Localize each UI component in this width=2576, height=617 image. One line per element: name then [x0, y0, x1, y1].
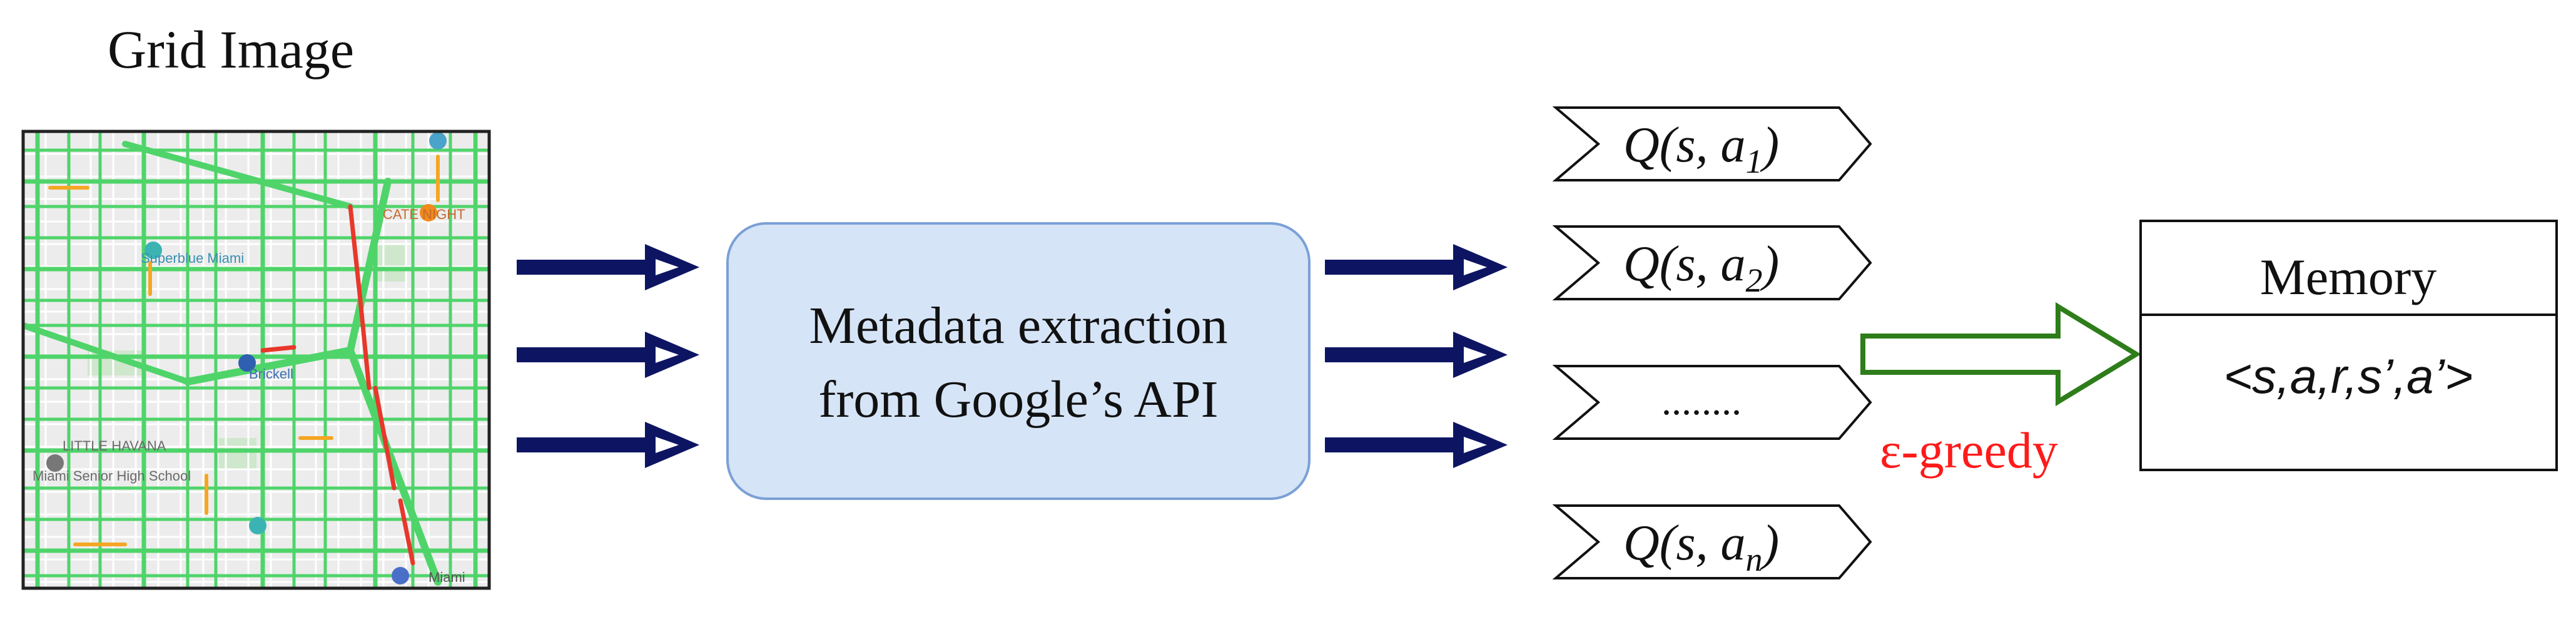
map-road — [184, 347, 354, 385]
map-road — [373, 385, 397, 491]
input-arrows — [517, 244, 699, 468]
map-poi-icon — [429, 132, 447, 150]
metadata-extraction-box: Metadata extraction from Google’s API — [726, 222, 1311, 500]
map-road — [348, 204, 362, 297]
epsilon-greedy-label: ε-greedy — [1880, 422, 2058, 479]
arrow-output-1 — [1325, 244, 1508, 290]
grid-map-image: CATE NIGHT Superblue Miami LITTLE HAVANA… — [21, 130, 491, 590]
grid-image-title: Grid Image — [108, 19, 354, 79]
map-road — [23, 322, 191, 385]
map-road — [260, 345, 297, 353]
arrow-input-3 — [517, 422, 699, 468]
map-park — [375, 244, 407, 282]
q-value-n: Q(s, an) — [1552, 504, 1872, 579]
map-label-brickell: Brickell — [249, 366, 293, 382]
memory-box: Memory <s,a,r,s’,a’> — [2139, 220, 2558, 471]
map-road — [357, 292, 372, 390]
output-arrows — [1325, 244, 1508, 468]
q-value-ellipsis: ........ — [1552, 365, 1872, 440]
map-poi-icon — [238, 354, 256, 372]
process-line-2: from Google’s API — [818, 370, 1218, 429]
q-value-2: Q(s, a2) — [1552, 225, 1872, 300]
map-poi-icon — [46, 454, 64, 472]
map-label-cate-night: CATE NIGHT — [383, 207, 465, 222]
arrow-input-1 — [517, 244, 699, 290]
memory-tuple: <s,a,r,s’,a’> — [2224, 349, 2473, 404]
map-road — [122, 141, 353, 210]
map-label-senior-high: Miami Senior High School — [33, 468, 191, 484]
svg-text:Q(s, a2): Q(s, a2) — [1623, 237, 1779, 299]
map-label-miami: Miami — [428, 569, 465, 585]
map-poi-icon — [145, 242, 162, 259]
process-line-1: Metadata extraction — [809, 297, 1227, 355]
arrow-output-3 — [1325, 422, 1508, 468]
map-road — [347, 178, 392, 354]
arrow-input-2 — [517, 332, 699, 378]
q-value-1: Q(s, a1) — [1552, 106, 1872, 181]
map-road — [398, 498, 415, 566]
map-label-little-havana: LITTLE HAVANA — [63, 438, 166, 454]
map-poi-icon — [392, 567, 409, 584]
arrow-output-2 — [1325, 332, 1508, 378]
q-value-list: Q(s, a1) Q(s, a2) ........ Q(s, an) — [1552, 106, 1872, 579]
svg-text:Q(s, an): Q(s, an) — [1623, 516, 1779, 578]
map-label-superblue: Superblue Miami — [141, 250, 244, 266]
epsilon-greedy-arrow — [1860, 302, 2141, 407]
map-poi-icon — [420, 204, 437, 222]
svg-text:Q(s, a1): Q(s, a1) — [1623, 118, 1779, 180]
memory-title: Memory — [2260, 248, 2437, 305]
map-park — [219, 438, 256, 469]
map-poi-icon — [249, 517, 266, 534]
map-road — [347, 347, 442, 586]
svg-text:........: ........ — [1661, 379, 1742, 423]
